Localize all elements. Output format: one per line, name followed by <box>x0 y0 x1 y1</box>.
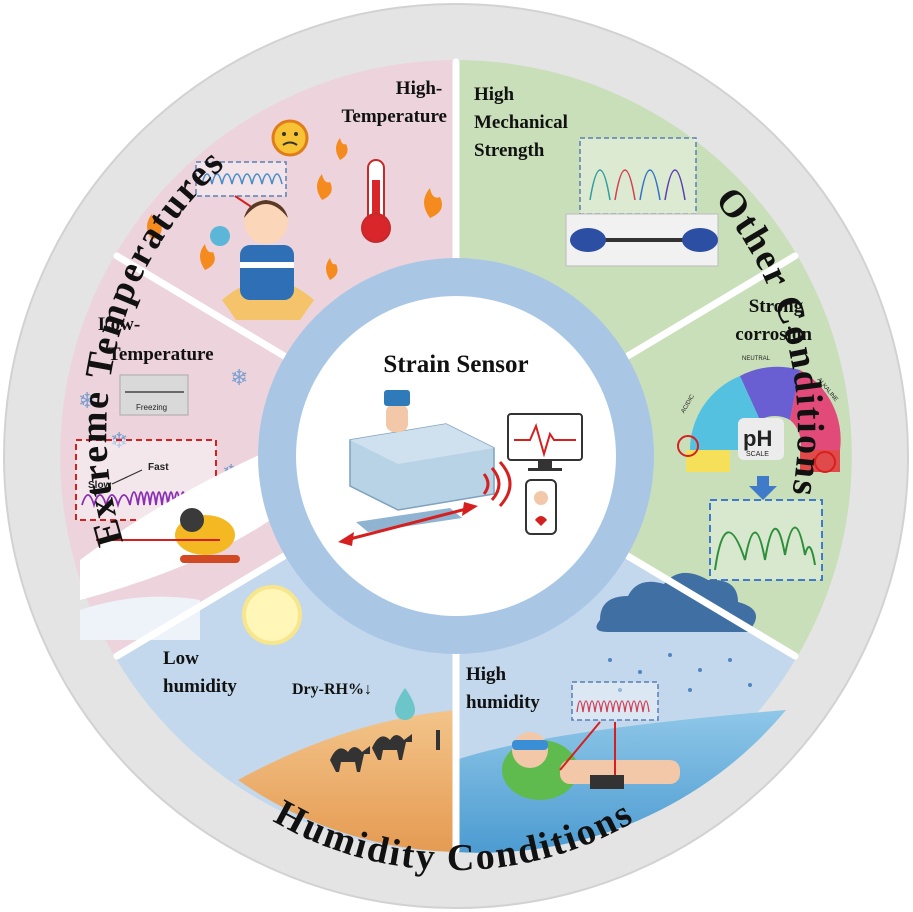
high-humidity-label: High humidity <box>466 664 540 713</box>
neutral-label: NEUTRAL <box>742 356 771 362</box>
down-arrow-icon <box>749 476 777 500</box>
corrosion-label: Strong corrosion <box>735 296 812 345</box>
wireless-signal-icon <box>482 460 512 508</box>
monitor-icon <box>507 413 583 471</box>
rain-drops <box>608 653 752 692</box>
high-temp-illustration <box>147 119 443 320</box>
sector-labels: High- Temperature Low- Temperature High … <box>98 78 812 713</box>
finger-press-icon <box>384 390 410 432</box>
corrosion-signal-box <box>709 499 823 581</box>
sun-face-icon <box>271 119 309 157</box>
svg-text:❄: ❄ <box>230 366 248 391</box>
high-humidity-illustration <box>456 572 786 853</box>
center-title: Strain Sensor <box>383 351 528 378</box>
center-illustration <box>338 390 583 546</box>
swimmer-figure <box>502 732 680 800</box>
freezing-photo <box>119 374 189 416</box>
freezing-tag: Freezing <box>136 403 167 412</box>
svg-text:❄: ❄ <box>78 389 96 414</box>
water-drop-icon <box>395 688 415 720</box>
low-temp-illustration: Freezing ❄ ❄ ❄ ❄ Slow Fast <box>75 366 310 640</box>
slow-label: Slow <box>88 480 112 491</box>
rain-cloud-icon <box>596 572 756 632</box>
mech-signal-box <box>579 137 697 215</box>
smartphone-icon <box>525 479 557 535</box>
high-mech-label: High Mechanical Strength <box>474 84 573 161</box>
ph-label: pH <box>743 426 772 451</box>
stretched-strip <box>356 508 462 532</box>
low-humidity-illustration <box>238 585 456 852</box>
fast-label: Fast <box>148 462 169 473</box>
svg-text:❄: ❄ <box>110 429 128 454</box>
dry-rh-label: Dry-RH%↓ <box>292 681 372 698</box>
low-humidity-label: Low humidity <box>163 648 237 697</box>
camel-caravan <box>330 730 440 772</box>
ph-scale-gauge: pH SCALE NEUTRAL ACIDIC ALKALINE <box>677 356 841 473</box>
flame-icons <box>147 138 443 280</box>
double-arrow-icon <box>338 502 478 546</box>
thermometer-icon <box>361 159 391 243</box>
low-temp-label: Low- Temperature <box>98 314 214 365</box>
corrosion-illustration: pH SCALE NEUTRAL ACIDIC ALKALINE <box>677 356 841 581</box>
ph-scale-label: SCALE <box>746 451 769 458</box>
high-mech-illustration <box>565 137 719 267</box>
sun-icon <box>242 585 302 645</box>
skier-figure <box>175 508 240 563</box>
high-temp-label: High- Temperature <box>341 78 447 127</box>
